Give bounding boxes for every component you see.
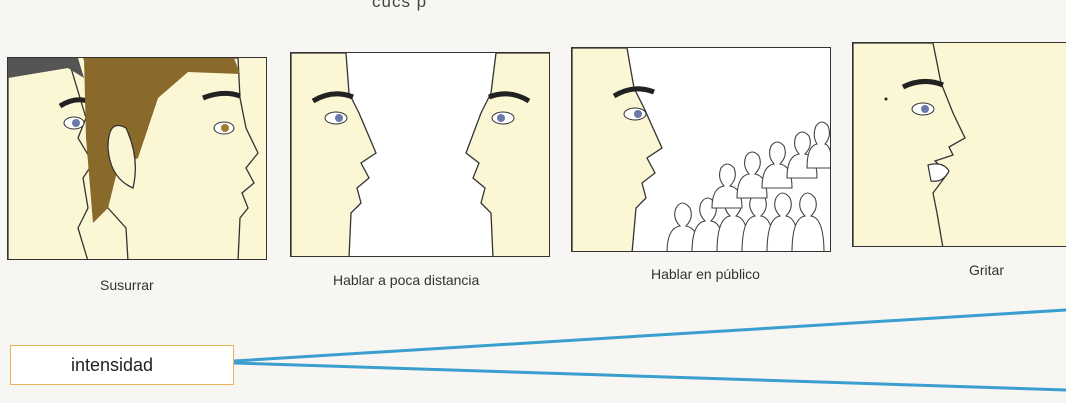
header-fragment: cucs p (372, 0, 428, 11)
caption-short-distance: Hablar a poca distancia (333, 272, 480, 288)
wedge-lower-line (233, 361, 1066, 392)
illustration-public-speaking (571, 47, 831, 252)
caption-whisper: Susurrar (100, 277, 154, 293)
intensity-label: intensidad (10, 345, 234, 385)
illustration-shouting (852, 42, 1066, 247)
caption-shouting: Gritar (969, 262, 1004, 278)
shouting-drawing (853, 43, 1066, 246)
illustration-whisper (7, 57, 267, 260)
whisper-drawing (8, 58, 266, 259)
short-distance-drawing (291, 53, 549, 256)
illustration-short-distance (290, 52, 550, 257)
caption-public-speaking: Hablar en público (651, 266, 760, 282)
public-speaking-drawing (572, 48, 830, 251)
wedge-upper-line (233, 308, 1066, 363)
